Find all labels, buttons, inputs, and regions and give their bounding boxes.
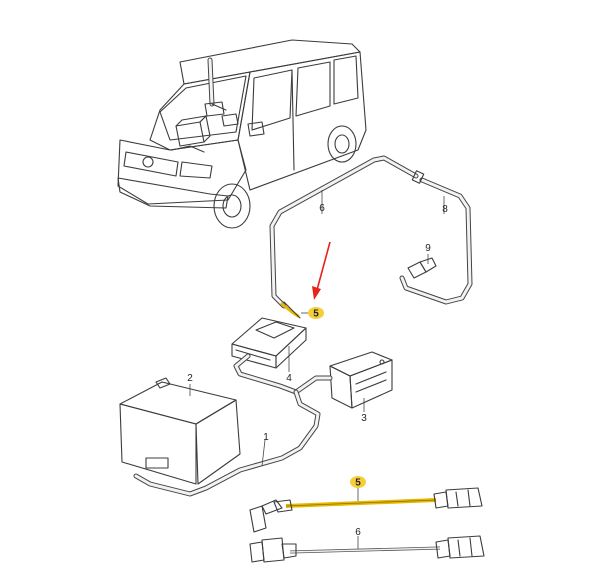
callout-9: 9	[425, 243, 431, 254]
connector-9	[407, 257, 437, 279]
callout-6-main: 6	[319, 203, 325, 214]
control-unit-4	[231, 317, 307, 369]
leader-lines	[189, 190, 445, 549]
control-unit-3	[329, 351, 393, 409]
callout-2: 2	[187, 373, 193, 384]
callout-4: 4	[286, 373, 292, 384]
van-illustration	[117, 39, 367, 229]
detail-cable-6	[249, 535, 485, 563]
red-arrow-indicator	[312, 241, 331, 300]
callout-5-highlight	[308, 307, 324, 319]
callout-5-detail: 5	[355, 478, 361, 489]
callout-5-detail-highlight	[350, 476, 366, 488]
cable-8-run	[399, 170, 473, 305]
callout-6-detail: 6	[355, 527, 361, 538]
callout-1: 1	[263, 432, 269, 443]
cable-6-run	[269, 155, 419, 309]
callout-8: 8	[442, 204, 448, 215]
callout-3: 3	[361, 413, 367, 424]
callout-labels: 5 6 8 9 4 3 2 1 5 6	[187, 203, 448, 538]
cable-5-highlight	[280, 301, 301, 319]
detail-cable-5	[249, 487, 483, 533]
control-unit-2	[119, 377, 241, 485]
cable-1-run	[133, 353, 333, 497]
callout-5-main: 5	[313, 309, 319, 320]
